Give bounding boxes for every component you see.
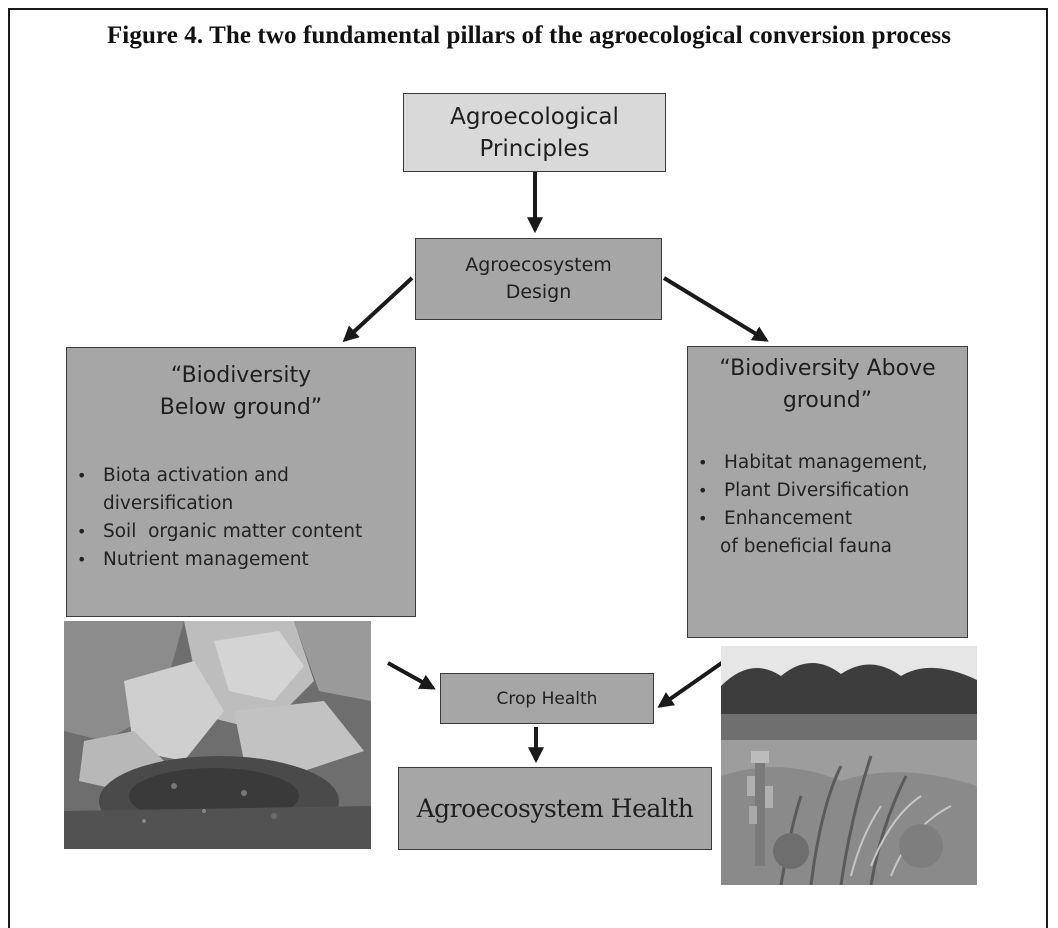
arrow-design-to-above	[662, 276, 769, 342]
agroecological-principles-box: Agroecological Principles	[403, 93, 666, 172]
biodiversity-below-ground-box: “Biodiversity Below ground” • Biota acti…	[66, 347, 416, 617]
bullet-icon: •	[698, 481, 708, 500]
soil-hands-illustration	[64, 621, 371, 849]
list-item: • Nutrient management	[77, 546, 362, 574]
list-item: • Soil organic matter content	[77, 518, 362, 546]
above-item-1-line1: Habitat management,	[724, 452, 928, 473]
soil-hands-photo	[64, 621, 371, 849]
biodiversity-above-ground-box: “Biodiversity Above ground” • Habitat ma…	[687, 346, 968, 638]
list-item: • Habitat management,	[698, 449, 928, 477]
field-plants-photo	[721, 646, 977, 885]
agroecosystem-design-box: Agroecosystem Design	[415, 238, 662, 320]
bullet-icon: •	[77, 550, 87, 569]
figure-title: Figure 4. The two fundamental pillars of…	[106, 22, 952, 49]
arrow-design-to-below	[342, 276, 414, 343]
above-title-line2: ground”	[782, 388, 873, 413]
below-item-1-line2: diversification	[103, 493, 234, 514]
below-bullet-list: • Biota activation and diversification •…	[77, 462, 362, 574]
below-item-2-line1: Soil organic matter content	[103, 521, 363, 542]
agroecosystem-health-box: Agroecosystem Health	[398, 767, 712, 850]
crop-health-box: Crop Health	[440, 673, 654, 724]
list-item: • Enhancement of beneficial fauna	[698, 505, 928, 561]
design-line1: Agroecosystem	[465, 254, 612, 276]
arrow-below-to-crop	[387, 661, 436, 690]
below-title-line1: “Biodiversity	[170, 363, 312, 388]
principles-line1: Agroecological	[450, 103, 619, 130]
arrow-above-to-crop	[657, 658, 728, 708]
above-item-3-line1: Enhancement	[724, 508, 853, 529]
above-bullet-list: • Habitat management, • Plant Diversific…	[698, 449, 928, 561]
bullet-icon: •	[77, 466, 87, 485]
agroecosystem-health-label: Agroecosystem Health	[416, 794, 694, 823]
above-item-3-line2: of beneficial fauna	[720, 536, 892, 557]
bullet-icon: •	[698, 509, 708, 528]
below-item-1-line1: Biota activation and	[103, 465, 289, 486]
above-title-line1: “Biodiversity Above	[719, 356, 936, 381]
field-plants-illustration	[721, 646, 977, 885]
bullet-icon: •	[77, 522, 87, 541]
figure-frame	[8, 8, 1048, 928]
design-line2: Design	[505, 281, 572, 303]
above-item-2-line1: Plant Diversification	[724, 480, 910, 501]
principles-line2: Principles	[479, 135, 590, 162]
list-item: • Plant Diversification	[698, 477, 928, 505]
below-item-3-line1: Nutrient management	[103, 549, 309, 570]
bullet-icon: •	[698, 453, 708, 472]
list-item: • Biota activation and diversification	[77, 462, 362, 518]
below-title-line2: Below ground”	[159, 395, 323, 420]
crop-health-label: Crop Health	[496, 688, 598, 709]
